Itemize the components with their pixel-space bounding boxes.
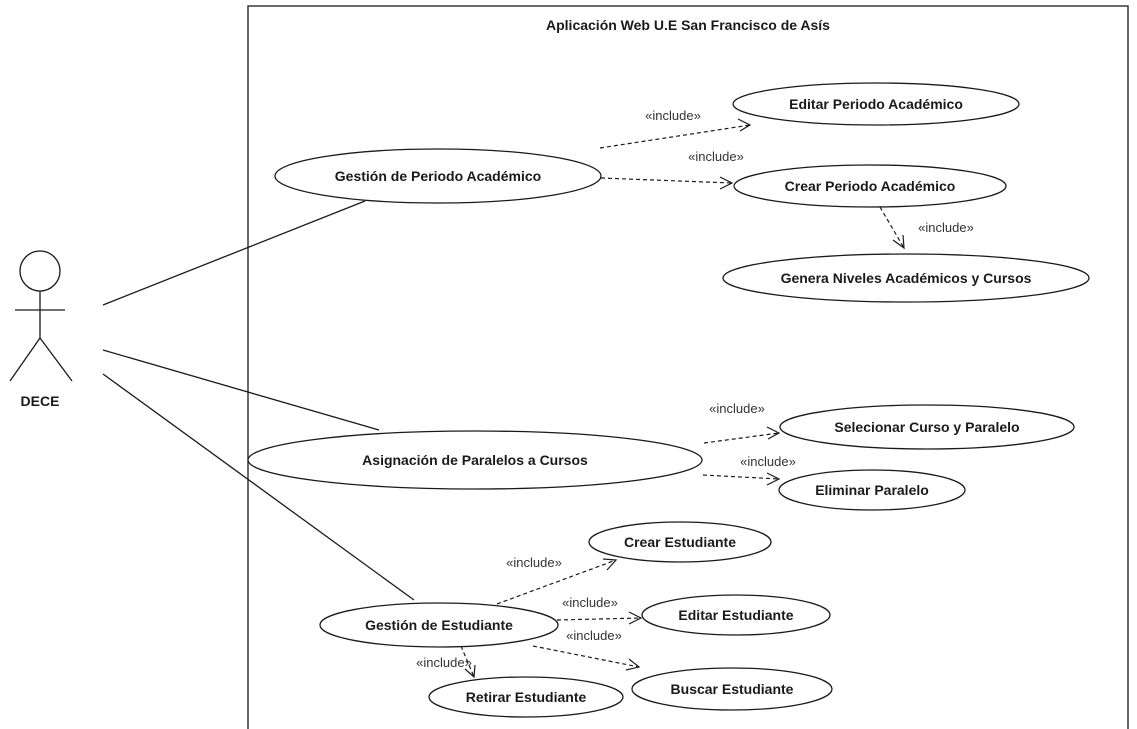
uc-asignacion-paralelos: [247, 430, 703, 490]
svg-text:«include»: «include»: [645, 108, 701, 123]
uc-crear-estudiante-label: Crear Estudiante: [624, 534, 736, 550]
uc-gestion-estudiante-label: Gestión de Estudiante: [365, 617, 513, 633]
svg-text:«include»: «include»: [566, 628, 622, 643]
uc-asignacion-paralelos-label: Asignación de Paralelos a Cursos: [362, 452, 588, 468]
svg-text:«include»: «include»: [416, 655, 472, 670]
include-gestion-retirar-estudiante: «include»: [416, 645, 476, 679]
svg-text:«include»: «include»: [918, 220, 974, 235]
uc-crear-periodo-label: Crear Periodo Académico: [785, 178, 956, 194]
include-gestion-buscar-estudiante: «include»: [532, 628, 641, 671]
system-title: Aplicación Web U.E San Francisco de Asís: [546, 17, 830, 33]
actor-left-leg: [9, 337, 41, 382]
uc-buscar-estudiante: [631, 667, 833, 711]
svg-text:«include»: «include»: [506, 555, 562, 570]
uc-genera-niveles-label: Genera Niveles Académicos y Cursos: [781, 270, 1032, 286]
uc-crear-periodo: [733, 164, 1007, 208]
actor-head: [19, 250, 61, 292]
svg-text:«include»: «include»: [562, 595, 618, 610]
include-asignacion-selecionar: «include»: [703, 401, 781, 444]
uc-selecionar-curso: [779, 404, 1075, 450]
uc-retirar-estudiante-label: Retirar Estudiante: [466, 689, 587, 705]
svg-text:«include»: «include»: [688, 149, 744, 164]
include-gestion-crear-periodo: «include»: [600, 149, 744, 190]
svg-text:«include»: «include»: [709, 401, 765, 416]
system-boundary: [247, 5, 1129, 729]
include-gestion-crear-estudiante: «include»: [496, 555, 618, 605]
uc-eliminar-paralelo: [778, 469, 966, 511]
include-asignacion-eliminar: «include»: [702, 454, 796, 486]
actor-right-leg: [39, 337, 73, 382]
uc-buscar-estudiante-label: Buscar Estudiante: [671, 681, 794, 697]
include-gestion-editar-estudiante: «include»: [556, 595, 643, 625]
uc-selecionar-curso-label: Selecionar Curso y Paralelo: [834, 419, 1019, 435]
assoc-gestion-estudiante: [102, 373, 415, 601]
assoc-gestion-periodo: [102, 200, 366, 306]
uc-editar-periodo: [732, 82, 1020, 126]
uc-gestion-periodo: [274, 148, 602, 204]
include-crear-genera-niveles: «include»: [879, 206, 974, 250]
uc-genera-niveles: [722, 253, 1090, 303]
uc-gestion-estudiante: [319, 602, 559, 648]
uc-editar-estudiante: [641, 594, 831, 636]
uc-crear-estudiante: [588, 521, 772, 563]
actor-label: DECE: [21, 393, 60, 409]
svg-text:«include»: «include»: [740, 454, 796, 469]
uc-gestion-periodo-label: Gestión de Periodo Académico: [335, 168, 541, 184]
actor-dece: DECE: [9, 250, 73, 409]
uc-eliminar-paralelo-label: Eliminar Paralelo: [815, 482, 929, 498]
include-gestion-editar-periodo: «include»: [599, 108, 752, 149]
uc-retirar-estudiante: [428, 676, 624, 718]
uc-editar-estudiante-label: Editar Estudiante: [678, 607, 793, 623]
assoc-asignacion-paralelos: [102, 349, 380, 431]
uc-editar-periodo-label: Editar Periodo Académico: [789, 96, 963, 112]
